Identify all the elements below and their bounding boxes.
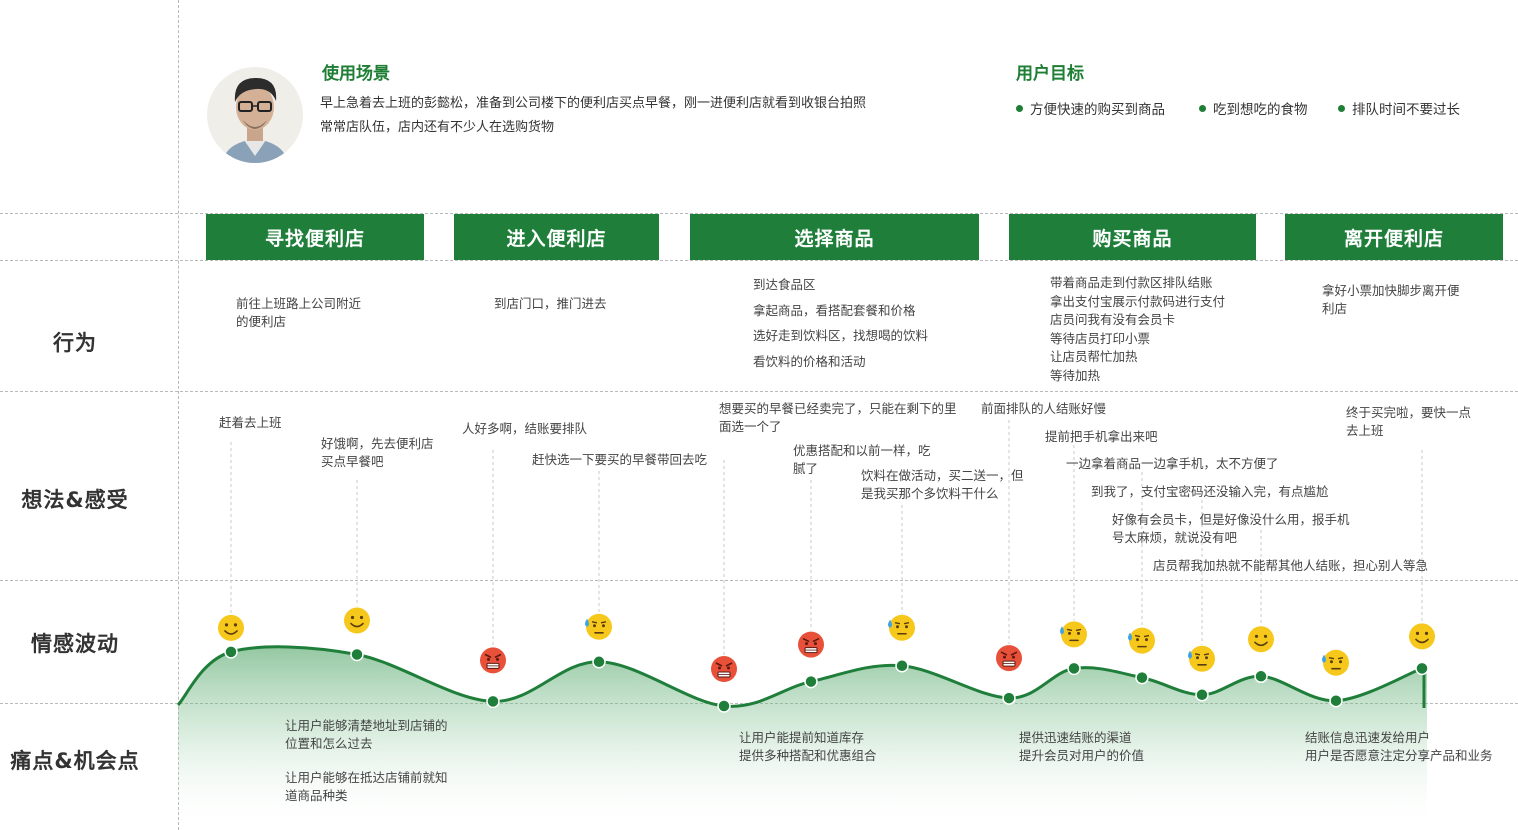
goals-title: 用户目标 — [1016, 64, 1084, 84]
happy-face-icon — [344, 607, 370, 634]
emotion-point — [224, 645, 238, 659]
connector-layer — [230, 420, 1423, 655]
happy-face-icon — [1248, 626, 1274, 653]
stage-purchase: 购买商品 — [1009, 214, 1256, 260]
row-label-divider — [178, 0, 179, 830]
emotion-point — [717, 699, 731, 713]
thought-11: 到我了，支付宝密码还没输入完，有点尴尬 — [1091, 484, 1329, 499]
thought-10: 一边拿着商品一边拿手机，太不方便了 — [1066, 456, 1279, 471]
thought-13: 店员帮我加热就不能帮其他人结账，担心别人等急 — [1153, 558, 1429, 573]
list-item: 拿出支付宝展示付款码进行支付 — [1050, 293, 1226, 309]
goal-item: 排队时间不要过长 — [1338, 98, 1460, 118]
behavior-leave-store: 拿好小票加快脚步离开便 利店 — [1322, 283, 1460, 316]
behavior-find-store: 前往上班路上公司附近 的便利店 — [236, 296, 362, 329]
bullet-icon — [1016, 104, 1023, 112]
list-item: 让店员帮忙加热 — [1050, 349, 1138, 364]
emotion-point — [1067, 661, 1081, 676]
sweat-face-icon — [585, 613, 612, 640]
happy-face-icon — [218, 614, 244, 641]
emotion-point — [1329, 693, 1343, 708]
thought-9: 提前把手机拿出来吧 — [1045, 429, 1158, 444]
goal-text: 方便快速的购买到商品 — [1030, 102, 1165, 118]
pain-2: 让用户能够在抵达店铺前就知道商品种类 — [285, 770, 448, 803]
bullet-icon — [1199, 104, 1206, 112]
emotion-point — [592, 655, 606, 669]
thought-7: 饮料在做活动，买二送一，但是我买那个多饮料干什么 — [861, 468, 1024, 501]
pain-1: 让用户能够清楚地址到店铺的位置和怎么过去 — [285, 718, 448, 751]
scene-title: 使用场景 — [322, 64, 390, 84]
stage-enter-store: 进入便利店 — [454, 214, 659, 260]
emotion-point — [1415, 661, 1429, 676]
face-layer — [218, 607, 1435, 713]
thought-4: 赶快选一下要买的早餐带回去吃 — [532, 452, 708, 467]
pain-5: 结账信息迅速发给用户用户是否愿意注定分享产品和业务 — [1305, 730, 1493, 763]
pain-3: 让用户能提前知道库存提供多种搭配和优惠组合 — [739, 730, 877, 763]
goal-text: 排队时间不要过长 — [1352, 102, 1460, 118]
list-item: 等待加热 — [1050, 367, 1101, 383]
stage-choose-goods: 选择商品 — [690, 214, 979, 260]
behavior-enter-store: 到店门口，推门进去 — [494, 296, 607, 311]
row-label-emotion: 情感波动 — [31, 632, 119, 656]
thought-12: 好像有会员卡，但是好像没什么用，报手机号太麻烦，就说没有吧 — [1112, 512, 1350, 545]
emotion-curve-layer — [176, 645, 1427, 830]
emotion-point — [350, 647, 364, 662]
scene-desc-line1: 早上急着去上班的彭懿松，准备到公司楼下的便利店买点早餐，刚一进便利店就看到收银台… — [320, 96, 867, 111]
emotion-point — [1002, 691, 1016, 705]
list-item: 看饮料的价格和活动 — [753, 353, 866, 369]
sweat-face-icon — [1188, 645, 1215, 672]
emotion-curve — [176, 645, 1426, 708]
divider-behavior — [0, 260, 1518, 261]
thought-2: 好饿啊，先去便利店买点早餐吧 — [321, 436, 434, 469]
scene-desc-line2: 常常店队伍，店内还有不少人在选购货物 — [320, 120, 555, 135]
emotion-point — [895, 658, 909, 673]
sweat-face-icon — [1322, 649, 1349, 676]
goal-text: 吃到想吃的食物 — [1213, 102, 1308, 118]
list-item: 到达食品区 — [753, 277, 816, 292]
list-item: 店员问我有没有会员卡 — [1050, 312, 1176, 327]
emotion-area — [178, 646, 1427, 830]
sweat-face-icon — [1060, 621, 1087, 648]
row-label-pain: 痛点&机会点 — [10, 749, 140, 773]
emotion-point — [1135, 670, 1149, 685]
thought-1: 赶着去上班 — [219, 415, 282, 430]
divider-stages — [0, 213, 1518, 214]
goal-item: 吃到想吃的食物 — [1199, 98, 1308, 118]
row-label-thoughts: 想法&感受 — [21, 488, 129, 512]
happy-face-icon — [1409, 623, 1435, 650]
angry-face-icon — [711, 656, 737, 682]
row-label-behavior: 行为 — [53, 331, 97, 355]
emotion-point — [486, 694, 500, 709]
angry-face-icon — [996, 645, 1022, 672]
goal-item: 方便快速的购买到商品 — [1016, 98, 1165, 118]
list-item: 带着商品走到付款区排队结账 — [1050, 275, 1213, 290]
bullet-icon — [1338, 104, 1345, 112]
thought-5: 想要买的早餐已经卖完了，只能在剩下的里面选一个了 — [719, 401, 957, 434]
stage-leave-store: 离开便利店 — [1285, 214, 1503, 260]
thought-3: 人好多啊，结账要排队 — [462, 421, 588, 436]
emotion-point — [804, 674, 818, 689]
sweat-face-icon — [888, 614, 915, 641]
stage-find-store: 寻找便利店 — [206, 214, 424, 260]
list-item: 选好走到饮料区，找想喝的饮料 — [753, 328, 929, 343]
emotion-point — [1254, 669, 1268, 684]
sweat-face-icon — [1128, 627, 1155, 654]
thought-6: 优惠搭配和以前一样，吃腻了 — [793, 443, 931, 476]
scene-description: 早上急着去上班的彭懿松，准备到公司楼下的便利店买点早餐，刚一进便利店就看到收银台… — [320, 92, 866, 140]
angry-face-icon — [480, 647, 506, 674]
pain-4: 提供迅速结账的渠道提升会员对用户的价值 — [1019, 730, 1145, 763]
thought-14: 终于买完啦，要快一点去上班 — [1346, 405, 1472, 438]
emotion-point — [1195, 688, 1209, 702]
behavior-choose-goods: 到达食品区 拿起商品，看搭配套餐和价格 选好走到饮料区，找想喝的饮料 看饮料的价… — [753, 272, 928, 374]
avatar — [207, 67, 303, 163]
angry-face-icon — [798, 631, 824, 658]
divider-thoughts — [0, 391, 1518, 392]
list-item: 拿起商品，看搭配套餐和价格 — [753, 302, 916, 318]
thought-8: 前面排队的人结账好慢 — [981, 401, 1107, 416]
list-item: 等待店员打印小票 — [1050, 330, 1151, 346]
divider-emotion — [0, 580, 1518, 581]
behavior-purchase: 带着商品走到付款区排队结账 拿出支付宝展示付款码进行支付 店员问我有没有会员卡 … — [1050, 274, 1225, 385]
